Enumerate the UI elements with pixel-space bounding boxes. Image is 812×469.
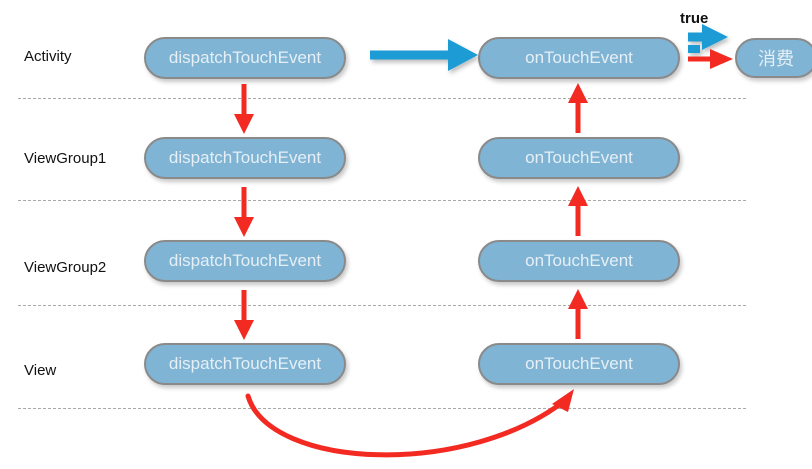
row-label-viewgroup1: ViewGroup1 — [24, 150, 107, 167]
row-label-viewgroup2: ViewGroup2 — [24, 259, 107, 276]
node-consume[interactable]: 消费 — [735, 38, 812, 78]
label-true: true — [680, 10, 709, 27]
node-viewgroup2-dispatchtouchevent[interactable]: dispatchTouchEvent — [144, 240, 346, 282]
row-divider-activity — [18, 98, 746, 99]
node-viewgroup1-ontouchevent[interactable]: onTouchEvent — [478, 137, 680, 179]
arrow-down-viewgroup1-to-viewgroup2 — [234, 187, 254, 237]
row-divider-viewgroup1 — [18, 200, 746, 201]
row-divider-view — [18, 408, 746, 409]
node-viewgroup1-dispatchtouchevent[interactable]: dispatchTouchEvent — [144, 137, 346, 179]
node-activity-ontouchevent[interactable]: onTouchEvent — [478, 37, 680, 79]
arrow-blue-true-branch — [688, 24, 728, 53]
row-divider-viewgroup2 — [18, 305, 746, 306]
node-viewgroup2-ontouchevent[interactable]: onTouchEvent — [478, 240, 680, 282]
arrow-down-viewgroup2-to-view — [234, 290, 254, 340]
node-view-dispatchtouchevent[interactable]: dispatchTouchEvent — [144, 343, 346, 385]
arrow-up-viewgroup2-to-viewgroup1 — [568, 186, 588, 236]
node-view-ontouchevent[interactable]: onTouchEvent — [478, 343, 680, 385]
arrow-blue-dispatch-to-ontouchevent — [370, 39, 478, 71]
row-label-view: View — [24, 362, 57, 379]
node-activity-dispatchtouchevent[interactable]: dispatchTouchEvent — [144, 37, 346, 79]
arrow-down-activity-to-viewgroup1 — [234, 84, 254, 134]
arrow-red-to-consume — [688, 49, 733, 69]
arrow-up-viewgroup1-to-activity — [568, 83, 588, 133]
row-label-activity: Activity — [24, 48, 72, 65]
arrow-up-view-to-viewgroup2 — [568, 289, 588, 339]
arrow-curve-view-dispatch-to-ontouchevent — [245, 389, 574, 458]
